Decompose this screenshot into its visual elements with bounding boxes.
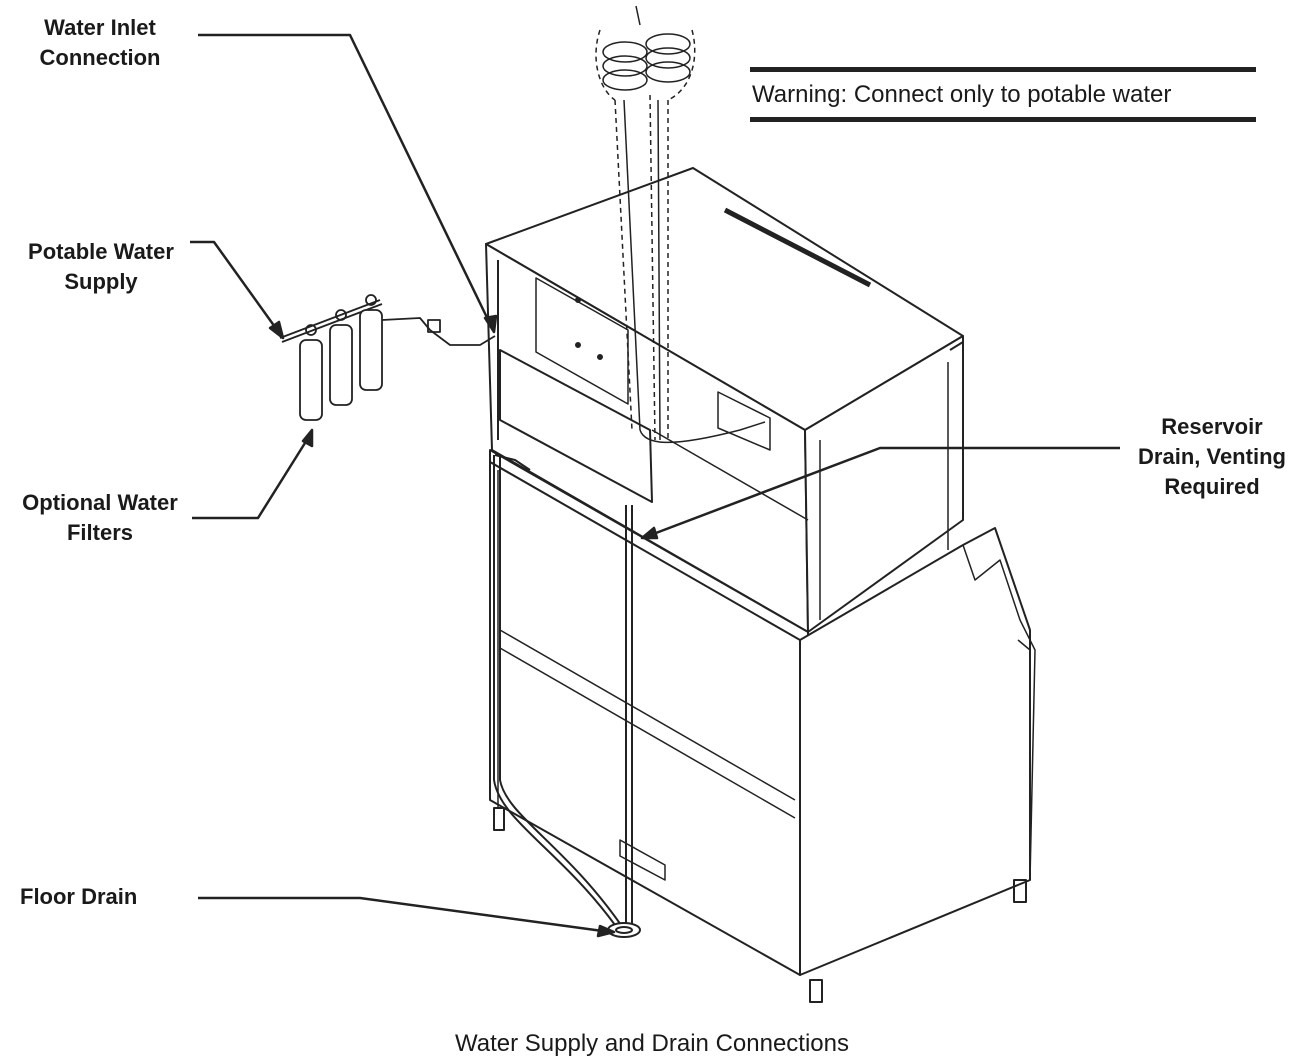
ice-storage-bin xyxy=(489,449,1036,1003)
reservoir-drain-label: Reservoir Drain, Venting Required xyxy=(1120,412,1304,502)
coiled-tubing xyxy=(595,5,766,444)
floor-drain-text: Floor Drain xyxy=(20,884,138,909)
floor-drain-label: Floor Drain xyxy=(20,882,180,912)
optional-water-filters-label: Optional Water Filters xyxy=(0,488,200,548)
water-inlet-connection-label: Water Inlet Connection xyxy=(20,13,180,73)
drain-lines xyxy=(493,454,641,938)
potable-water-supply-label: Potable Water Supply xyxy=(6,237,196,297)
water-filters xyxy=(279,294,496,421)
optional-filters-text: Optional Water Filters xyxy=(22,490,178,545)
water-inlet-text: Water Inlet Connection xyxy=(39,15,161,70)
potable-supply-text: Potable Water Supply xyxy=(28,239,174,294)
potable-water-warning: Warning: Connect only to potable water xyxy=(750,67,1256,122)
reservoir-drain-text: Reservoir Drain, Venting Required xyxy=(1138,414,1286,499)
figure-caption: Water Supply and Drain Connections xyxy=(455,1030,849,1057)
leader-lines xyxy=(190,33,1120,938)
